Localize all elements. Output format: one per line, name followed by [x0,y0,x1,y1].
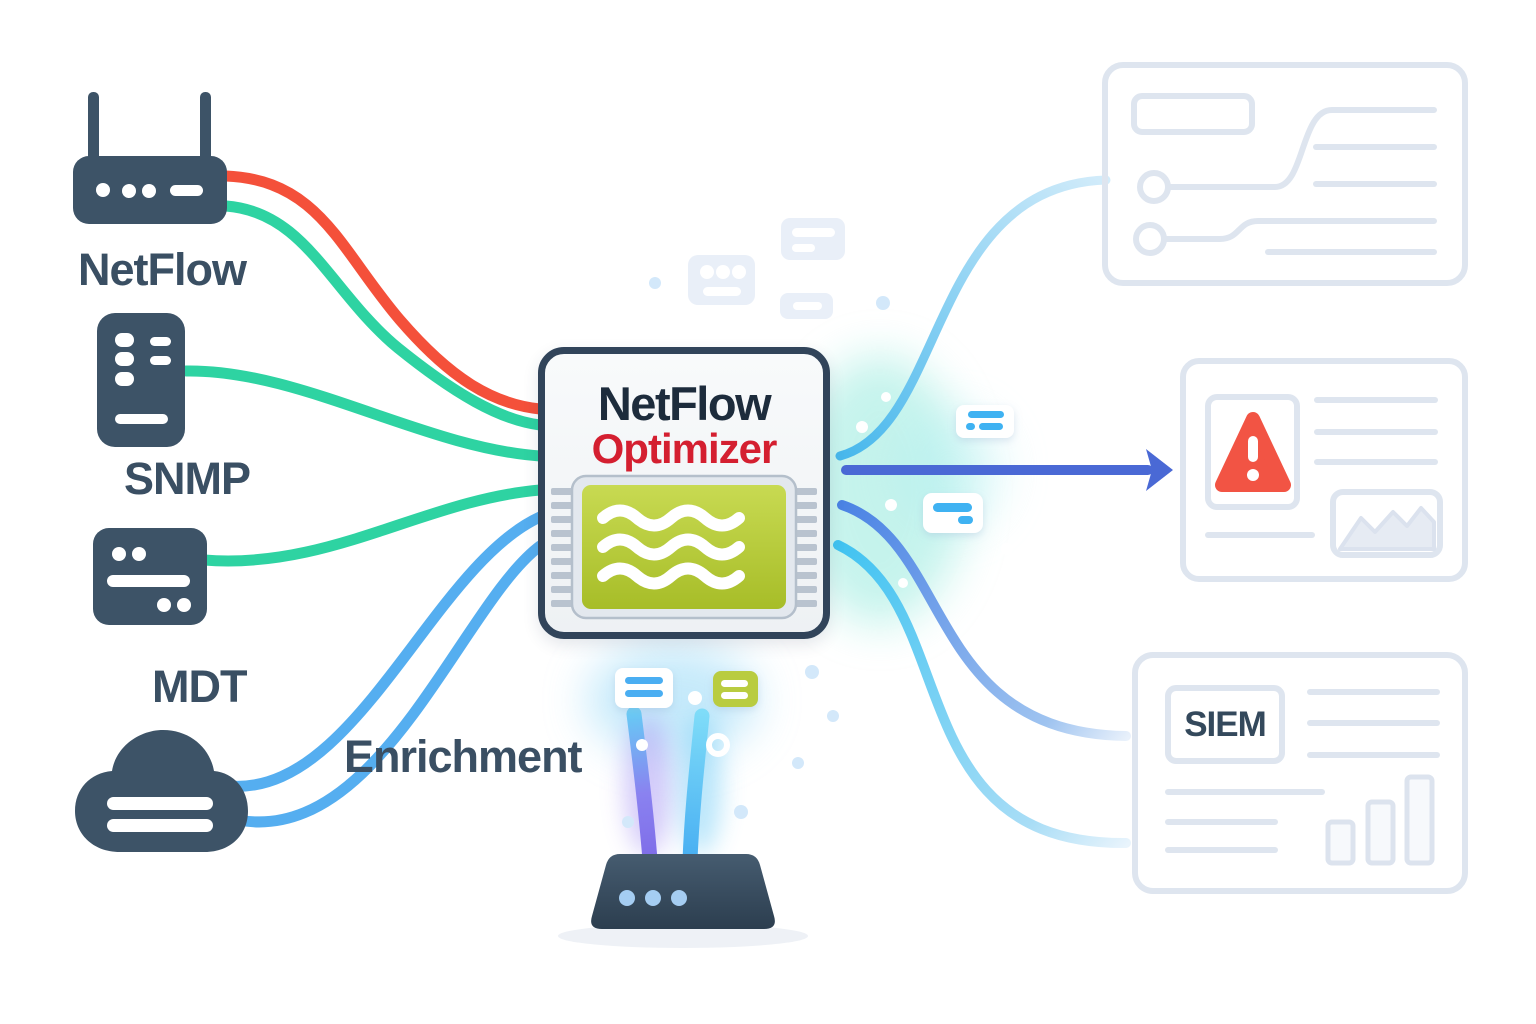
warning-icon [1215,412,1291,492]
optimizer-title-top: NetFlow [597,377,772,430]
packet-card-icon [923,493,983,533]
output-flow-lines [833,175,1153,849]
device-shadow [558,924,808,948]
snmp-green-line [180,365,546,462]
mdt-green-line [198,484,546,567]
curve-to-siem-1 [837,500,1131,741]
router-icon [73,92,227,224]
faint-dash-card-icon [780,293,833,319]
enrichment-lime-card-icon [713,671,758,707]
enrichment-streams [626,706,710,868]
mdt-label: MDT [152,661,247,712]
faint-message-card-icon [688,255,755,305]
netflow-optimizer-box: NetFlow Optimizer [538,347,830,639]
enrichment-device-icon [591,854,775,929]
chip-icon [551,474,817,620]
source-flow-lines [180,170,546,828]
faint-text-card-icon [781,218,845,260]
curve-to-dashboard [835,175,1111,461]
cloud-icon [75,730,248,852]
bar-chart-icon [1325,774,1435,866]
netflow-red-line [220,170,546,415]
siem-panel [1132,652,1468,894]
server-icon [97,313,185,447]
netflow-green-line [220,200,546,431]
enrichment-blue-line-2 [232,540,546,828]
enrichment-note-card-icon [615,668,673,708]
decorative-dots [622,277,1013,828]
enrichment-label: Enrichment [344,731,583,782]
curve-to-siem-2 [833,540,1131,849]
chart-area [1338,506,1436,551]
dashboard-panel [1102,62,1468,286]
snmp-label: SNMP [124,453,251,504]
netflow-label: NetFlow [78,244,247,295]
optimizer-title-bottom: Optimizer [591,425,778,472]
packet-card-icon [956,405,1014,438]
enrichment-blue-line-1 [224,511,546,792]
alerts-panel [1180,358,1468,582]
network-device-icon [93,528,207,625]
arrow-to-alerts-head [1146,449,1173,491]
siem-label: SIEM [1184,704,1267,744]
